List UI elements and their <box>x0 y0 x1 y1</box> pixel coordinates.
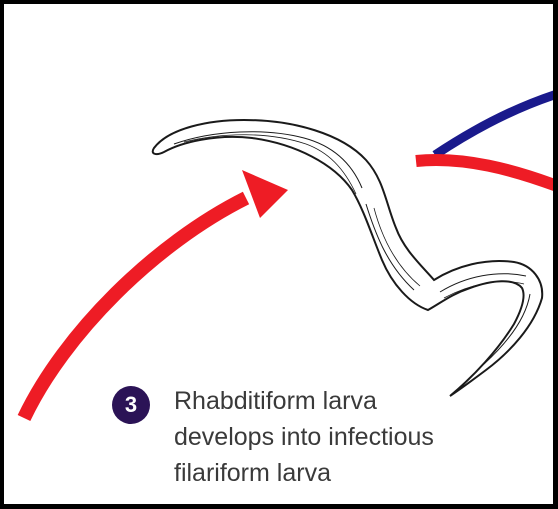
caption-line-3: filariform larva <box>174 455 504 491</box>
caption-line-1: Rhabditiform larva <box>174 383 504 419</box>
step-number-badge: 3 <box>112 386 150 424</box>
caption-line-2: develops into infectious <box>174 419 504 455</box>
step-caption: Rhabditiform larva develops into infecti… <box>174 383 504 491</box>
blue-cycle-arc <box>435 94 557 155</box>
red-arrow-head-icon <box>242 170 288 218</box>
red-cycle-arc <box>416 160 557 186</box>
